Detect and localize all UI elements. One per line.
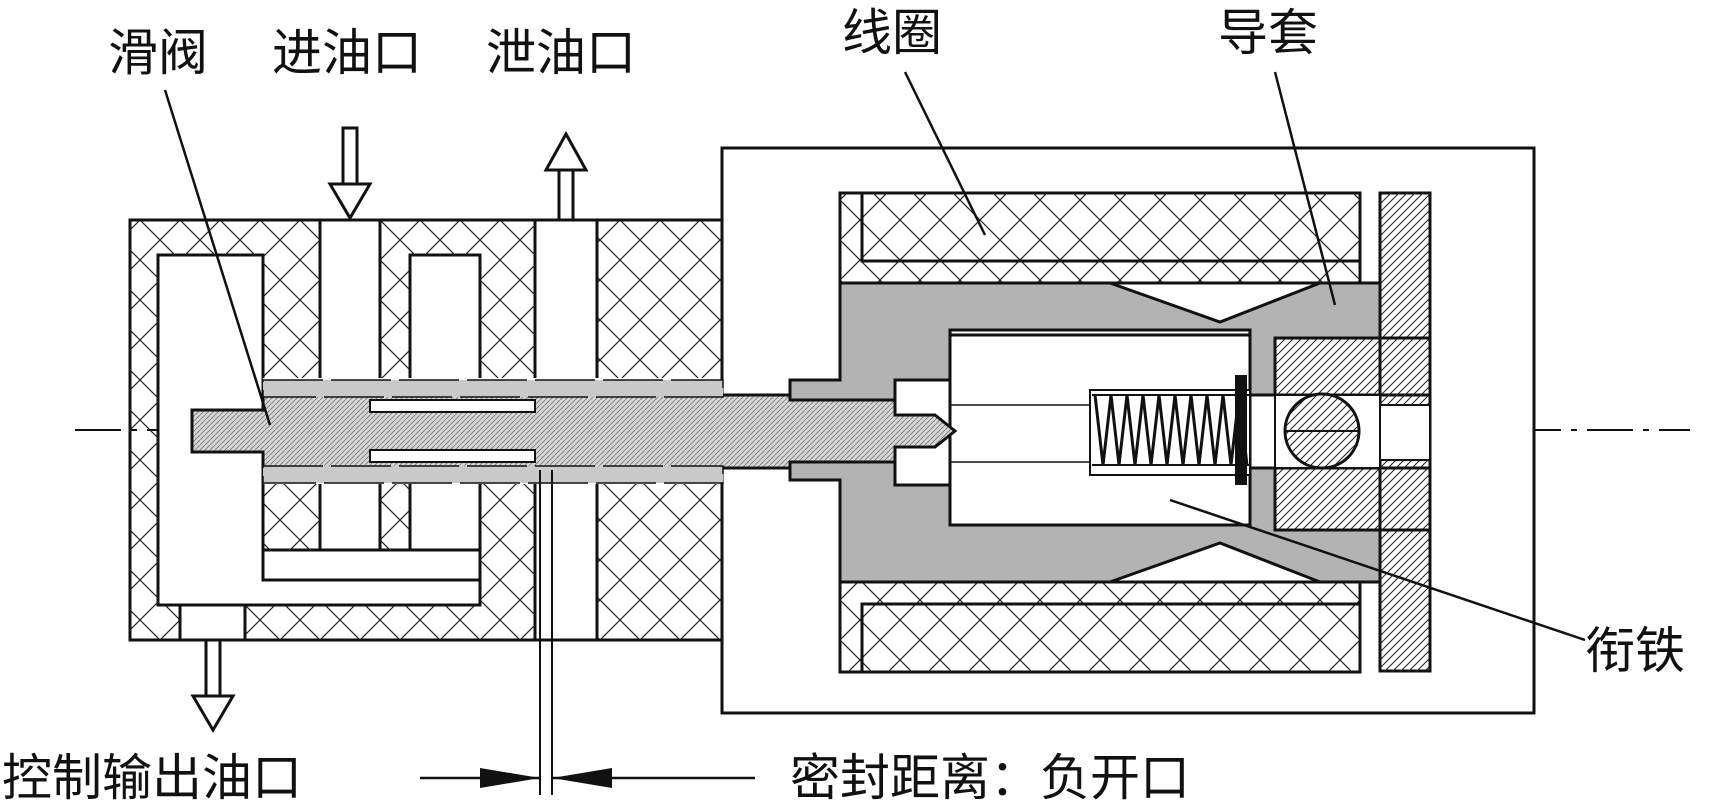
control-outlet-arrow-icon xyxy=(190,638,236,733)
drain-arrow-icon xyxy=(543,130,589,222)
spring xyxy=(1092,394,1250,466)
coil-top xyxy=(838,191,1362,285)
label-inlet: 进油口 xyxy=(272,24,422,82)
label-drain: 泄油口 xyxy=(486,24,636,82)
coil-leader xyxy=(903,71,987,236)
coil-bottom xyxy=(838,580,1362,674)
label-seal-distance: 密封距离：负开口 xyxy=(790,749,1190,807)
spool xyxy=(190,379,958,484)
guide-leader xyxy=(1273,71,1337,306)
armature-leader xyxy=(1169,498,1586,642)
seal-distance-dimension xyxy=(420,470,755,795)
label-coil: 线圈 xyxy=(842,4,942,62)
end-cap xyxy=(1378,191,1432,673)
inlet-arrow-icon xyxy=(327,126,373,221)
label-armature: 衔铁 xyxy=(1585,622,1685,680)
label-spool: 滑阀 xyxy=(108,24,208,82)
label-guide: 导套 xyxy=(1218,4,1318,62)
spool-leader xyxy=(163,89,272,426)
label-control-outlet: 控制输出油口 xyxy=(2,749,302,807)
ball xyxy=(1283,392,1361,470)
